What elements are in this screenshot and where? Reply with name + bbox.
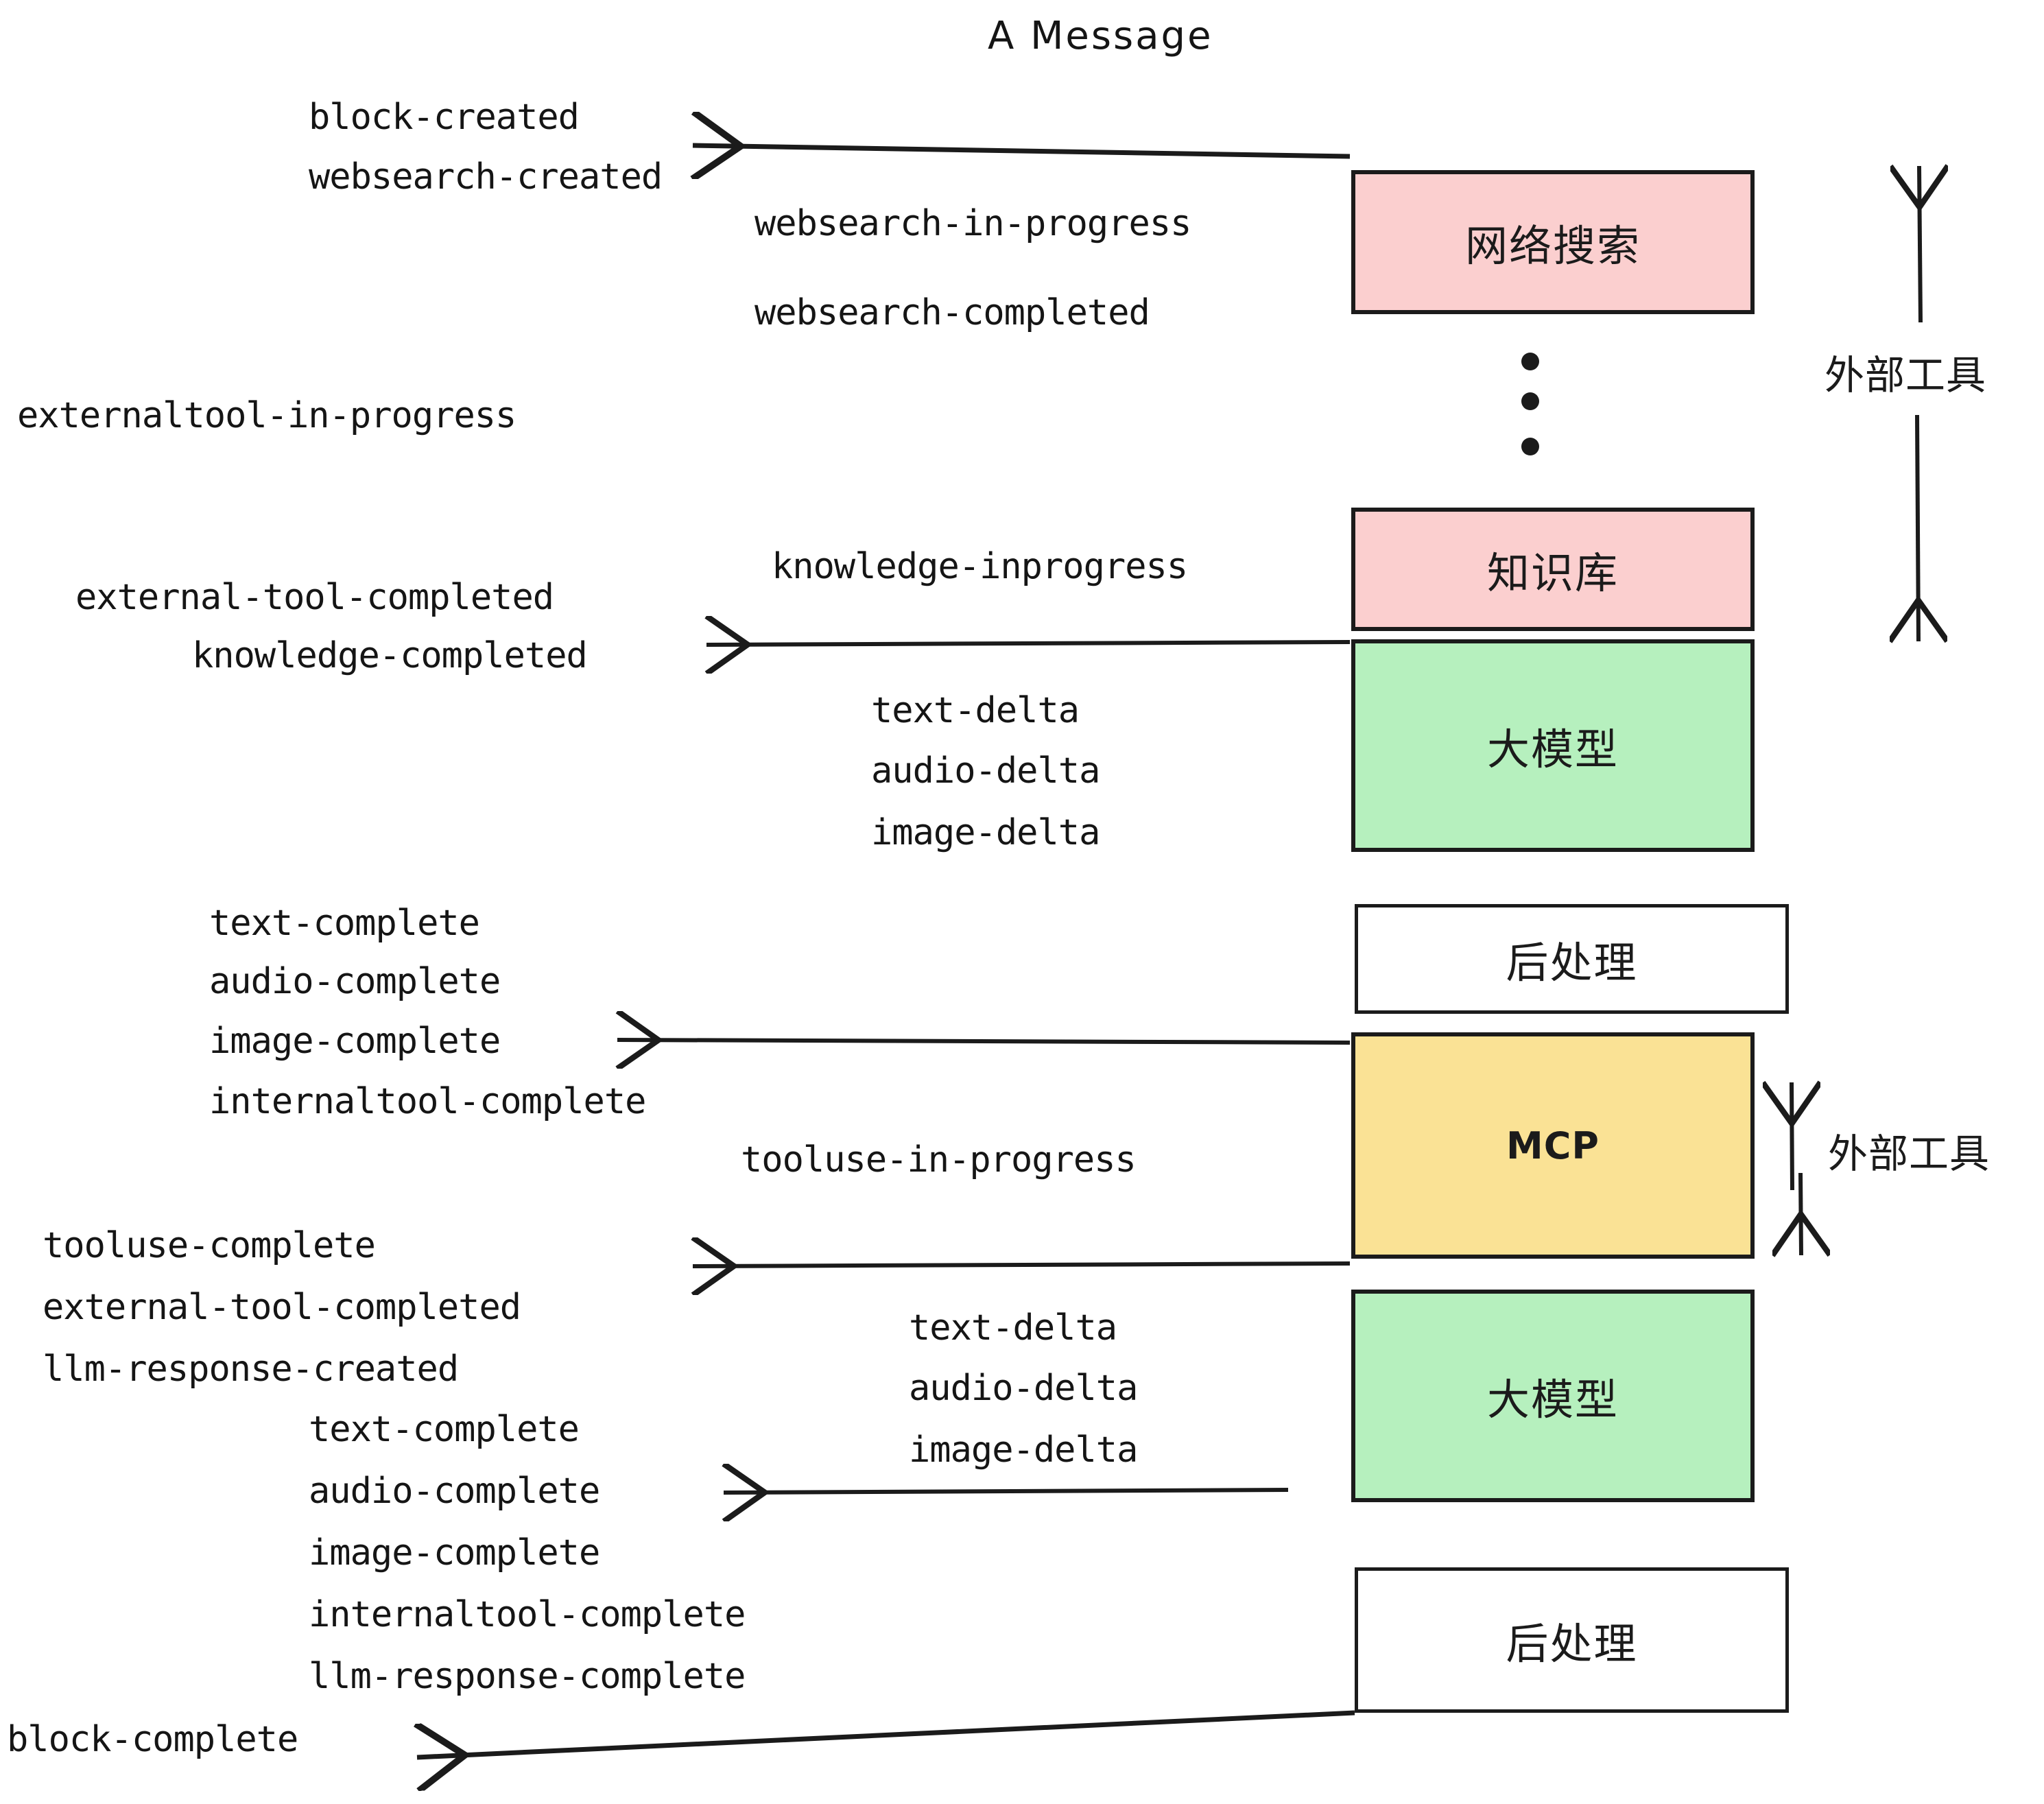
event-label-knowledge-inprogress: knowledge-inprogress (772, 546, 1188, 587)
event-label-external-tool-completed-1: external-tool-completed (75, 577, 554, 618)
event-label-internaltool-complete-1: internaltool-complete (209, 1081, 646, 1122)
event-label-text-delta-2: text-delta (909, 1307, 1117, 1349)
event-label-block-complete: block-complete (7, 1719, 298, 1760)
node-postprocess-1[interactable]: 后处理 (1355, 904, 1789, 1014)
event-label-websearch-completed: websearch-completed (754, 292, 1150, 333)
side-label-external-tools-bottom: 外部工具 (1828, 1130, 1990, 1177)
event-label-block-created: block-created (309, 97, 580, 138)
node-mcp[interactable]: MCP (1351, 1032, 1755, 1259)
event-label-knowledge-completed: knowledge-completed (192, 635, 588, 676)
node-websearch-label: 网络搜索 (1464, 221, 1641, 271)
event-label-image-complete-2: image-complete (309, 1532, 600, 1574)
node-knowledge-label: 知识库 (1486, 548, 1619, 598)
event-label-llm-response-created: llm-response-created (43, 1349, 459, 1390)
node-llm-1[interactable]: 大模型 (1351, 639, 1755, 852)
event-label-text-complete-1: text-complete (209, 903, 480, 944)
node-postprocess-2[interactable]: 后处理 (1355, 1567, 1789, 1713)
node-llm-1-label: 大模型 (1486, 724, 1619, 774)
arrow-postprocess1-to-image-complete (617, 1040, 1351, 1043)
event-label-image-delta-1: image-delta (871, 812, 1100, 853)
event-label-audio-complete-2: audio-complete (309, 1471, 600, 1512)
node-mcp-label: MCP (1506, 1124, 1600, 1167)
arrow-external-tools-top-up (1919, 166, 1921, 323)
ellipsis-dot (1521, 392, 1539, 410)
node-websearch[interactable]: 网络搜索 (1351, 170, 1755, 314)
node-llm-2-label: 大模型 (1486, 1375, 1619, 1425)
event-label-websearch-created: websearch-created (309, 156, 663, 198)
event-label-audio-delta-2: audio-delta (909, 1368, 1138, 1409)
arrow-mcp-to-tooluse-complete (693, 1263, 1351, 1266)
event-label-tooluse-in-progress: tooluse-in-progress (741, 1139, 1137, 1180)
event-label-text-delta-1: text-delta (871, 690, 1080, 731)
arrow-websearch-to-created (693, 145, 1351, 156)
event-label-tooluse-complete: tooluse-complete (43, 1225, 376, 1266)
event-label-llm-response-complete: llm-response-complete (309, 1656, 746, 1697)
ellipsis-dot (1521, 353, 1539, 370)
event-label-audio-complete-1: audio-complete (209, 961, 501, 1002)
event-label-audio-delta-1: audio-delta (871, 750, 1100, 792)
arrow-knowledge-to-completed (706, 642, 1351, 645)
node-postprocess-1-label: 后处理 (1506, 938, 1638, 988)
event-label-image-complete-1: image-complete (209, 1021, 501, 1062)
node-postprocess-2-label: 后处理 (1506, 1619, 1638, 1669)
event-label-image-delta-2: image-delta (909, 1429, 1138, 1471)
arrow-external-tools-top-down (1917, 414, 1918, 641)
ellipsis-dot (1521, 438, 1539, 455)
event-label-external-tool-completed-2: external-tool-completed (43, 1287, 521, 1328)
event-label-internaltool-complete-2: internaltool-complete (309, 1594, 746, 1635)
event-label-websearch-in-progress: websearch-in-progress (754, 203, 1191, 244)
page-title: A Message (988, 14, 1213, 58)
event-label-text-complete-2: text-complete (309, 1409, 580, 1450)
arrow-postprocess2-to-block-complete (417, 1710, 1355, 1757)
node-knowledge[interactable]: 知识库 (1351, 508, 1755, 631)
event-label-externaltool-in-progress: externaltool-in-progress (17, 395, 516, 436)
node-llm-2[interactable]: 大模型 (1351, 1290, 1755, 1502)
side-label-external-tools-top: 外部工具 (1825, 352, 1987, 399)
arrow-llm2-to-audio-complete (724, 1490, 1289, 1493)
